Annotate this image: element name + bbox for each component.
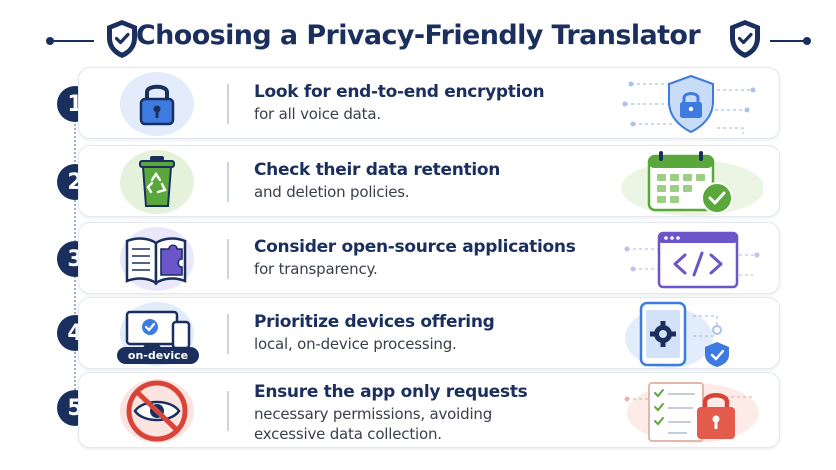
checklist-lock-icon <box>613 377 763 445</box>
step-heading: Check their data retention <box>254 160 501 180</box>
card-divider <box>227 239 229 279</box>
step-card-5: Ensure the app only requests necessary p… <box>78 372 780 448</box>
header-right-dot <box>803 37 811 45</box>
step-description: necessary permissions, avoiding <box>254 405 493 423</box>
on-device-badge: on-device <box>117 347 199 364</box>
step-heading: Consider open-source applications <box>254 237 576 257</box>
card-divider <box>227 162 229 202</box>
step-card-4: on-device Prioritize devices offering lo… <box>78 297 780 369</box>
header-left-line <box>52 40 94 42</box>
step-description: for transparency. <box>254 260 378 278</box>
no-eye-icon <box>119 379 195 443</box>
step-heading: Prioritize devices offering <box>254 312 495 332</box>
header-left-dot <box>46 37 54 45</box>
calendar-check-icon <box>613 148 765 216</box>
phone-gear-shield-icon <box>613 300 763 368</box>
header: Choosing a Privacy-Friendly Translator <box>0 0 836 66</box>
step-description: and deletion policies. <box>254 183 410 201</box>
code-window-icon <box>613 225 763 293</box>
card-divider <box>227 391 229 431</box>
card-divider <box>227 314 229 354</box>
step-description-line2: excessive data collection. <box>254 425 442 443</box>
padlock-icon <box>119 72 195 136</box>
step-heading: Ensure the app only requests <box>254 382 528 402</box>
header-right-line <box>770 40 804 42</box>
card-divider <box>227 84 229 124</box>
step-heading: Look for end-to-end encryption <box>254 82 545 102</box>
shield-lock-icon <box>613 70 763 138</box>
page-title: Choosing a Privacy-Friendly Translator <box>135 20 701 51</box>
step-card-3: Consider open-source applications for tr… <box>78 222 780 294</box>
step-card-1: Look for end-to-end encryption for all v… <box>78 67 780 139</box>
shield-check-icon <box>107 20 137 58</box>
shield-check-icon <box>730 20 760 58</box>
recycle-bin-icon <box>119 150 195 214</box>
step-description: local, on-device processing. <box>254 335 457 353</box>
step-description: for all voice data. <box>254 105 381 123</box>
step-card-2: Check their data retention and deletion … <box>78 145 780 217</box>
book-puzzle-icon <box>119 227 195 291</box>
